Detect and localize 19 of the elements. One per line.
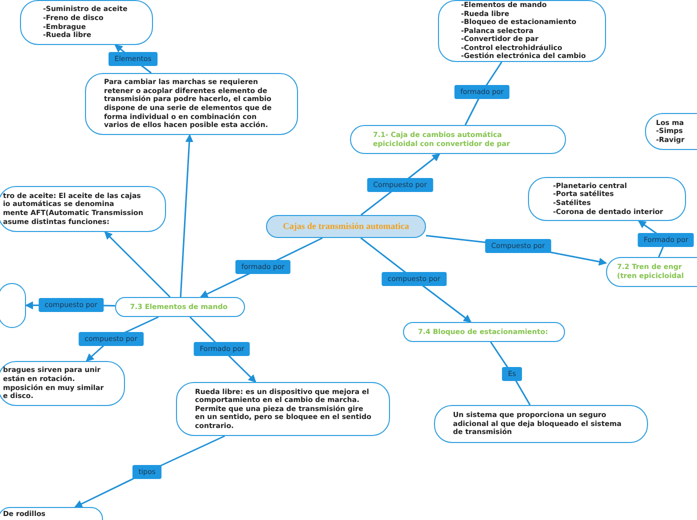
text-box bbox=[0, 361, 125, 406]
text-box bbox=[0, 186, 166, 232]
topic-box bbox=[403, 322, 565, 342]
list-box bbox=[528, 177, 686, 221]
topic-box bbox=[115, 297, 245, 317]
list-box bbox=[438, 0, 606, 62]
topic-box bbox=[606, 257, 697, 287]
arrow bbox=[104, 231, 171, 298]
list-box bbox=[20, 0, 153, 45]
connector-line bbox=[490, 342, 531, 406]
text-box bbox=[434, 405, 648, 443]
text-box bbox=[85, 73, 298, 135]
empty-box bbox=[0, 283, 26, 328]
arrow bbox=[180, 134, 194, 298]
topic-box bbox=[350, 125, 566, 154]
title-text: Cajas de transmisión automatica bbox=[282, 222, 410, 231]
list-box bbox=[645, 113, 697, 150]
main-topic-box bbox=[266, 215, 426, 238]
text-box bbox=[176, 382, 390, 436]
